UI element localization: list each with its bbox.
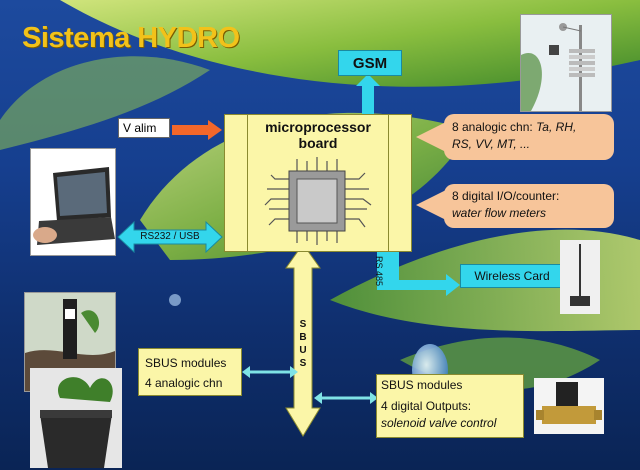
sbus-analog-module: SBUS modules 4 analogic chn — [138, 348, 242, 396]
sbus-letter-3: U — [299, 345, 307, 356]
rs485-label: RS 485 — [374, 256, 384, 286]
solenoid-valve-photo — [534, 378, 604, 434]
analog-channels-bubble — [444, 114, 614, 160]
plant-pot-photo — [30, 368, 122, 468]
analog-line1-italic: Ta, RH, — [536, 120, 577, 134]
potted-plant-icon — [30, 368, 122, 468]
rs232-arrow — [117, 220, 223, 254]
rs485-arrow — [377, 250, 460, 296]
rs232-label: RS232 / USB — [140, 231, 200, 242]
weather-station-photo — [520, 14, 612, 112]
rs485-line2: 485 — [374, 271, 384, 287]
sbus-left-line1: SBUS modules — [145, 356, 227, 370]
sbus-letter-1: S — [299, 319, 307, 330]
digital-bubble-text: 8 digital I/O/counter: water flow meters — [452, 188, 610, 222]
wireless-label: Wireless Card — [474, 269, 550, 283]
sbus-letter-4: S — [299, 358, 307, 369]
analog-bubble-pointer — [416, 122, 446, 152]
weather-station-icon — [521, 15, 611, 111]
sbus-right-line3: solenoid valve control — [381, 416, 497, 430]
valim-box: V alim — [118, 118, 170, 138]
gsm-label: GSM — [352, 54, 388, 72]
wireless-card-box: Wireless Card — [460, 264, 564, 288]
sbus-right-link — [314, 392, 378, 404]
sbus-left-line2: 4 analogic chn — [145, 376, 223, 390]
digital-line1: 8 digital I/O/counter: — [452, 189, 560, 203]
valim-arrow — [172, 120, 222, 140]
solenoid-valve-icon — [534, 378, 604, 434]
sbus-letter-2: B — [299, 332, 307, 343]
antenna-photo — [560, 240, 600, 314]
gsm-arrow — [356, 74, 380, 114]
digital-line2: water flow meters — [452, 206, 547, 220]
board-label: microprocessor board — [247, 119, 389, 151]
valim-label: V alim — [123, 121, 157, 135]
analog-bubble-text: 8 analogic chn: Ta, RH, RS, VV, MT, ... — [452, 118, 610, 153]
gsm-box: GSM — [338, 50, 402, 76]
antenna-icon — [560, 240, 600, 314]
rs485-line1: RS — [374, 256, 384, 269]
sbus-left-link — [242, 366, 298, 378]
board-left-strip — [225, 115, 248, 251]
microprocessor-board: microprocessor board — [224, 114, 412, 252]
slide-title: Sistema HYDRO — [22, 22, 240, 54]
analog-line2: RS, VV, MT, ... — [452, 137, 531, 151]
laptop-photo — [30, 148, 116, 256]
analog-line1: 8 analogic chn: — [452, 120, 537, 134]
board-label-line1: microprocessor — [265, 119, 371, 135]
digital-io-bubble — [444, 184, 614, 228]
chip-icon — [264, 157, 372, 245]
board-right-strip — [388, 115, 411, 251]
sbus-right-line1: SBUS modules — [381, 378, 463, 392]
board-label-line2: board — [298, 135, 338, 151]
laptop-icon — [31, 149, 115, 255]
sbus-right-line2: 4 digital Outputs: — [381, 399, 472, 413]
sbus-digital-module: SBUS modules 4 digital Outputs: solenoid… — [376, 374, 524, 438]
digital-bubble-pointer — [416, 190, 446, 220]
sbus-bus-arrow — [285, 243, 321, 437]
sbus-bus-label: S B U S — [296, 318, 310, 370]
